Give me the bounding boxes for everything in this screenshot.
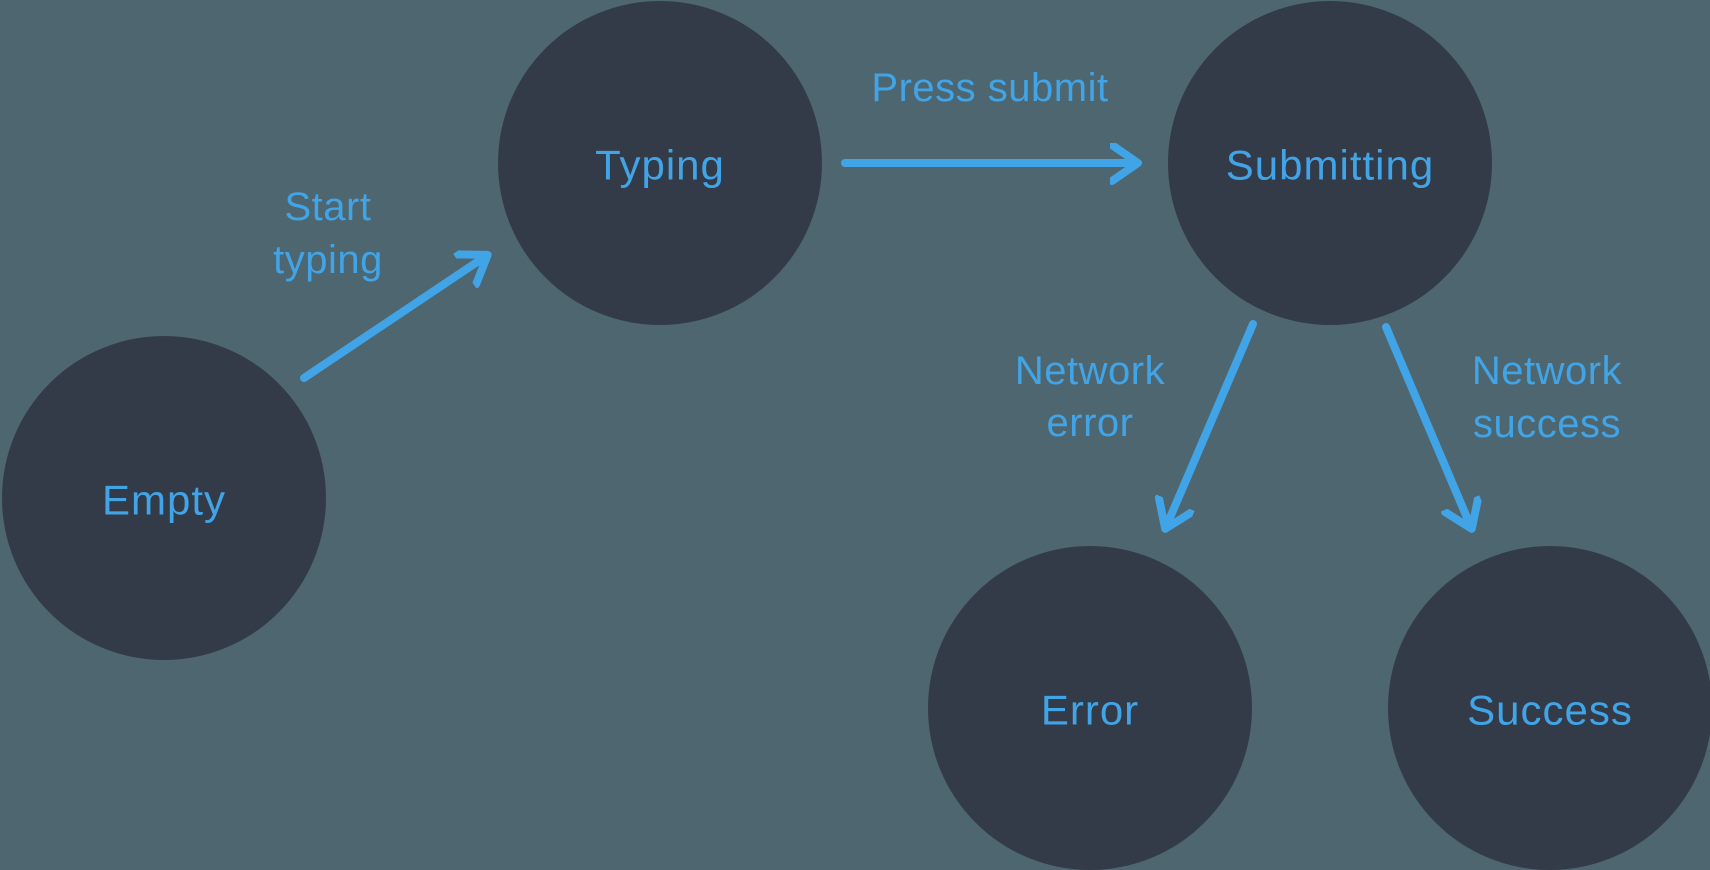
edge-label-press-submit: Press submit <box>871 66 1108 110</box>
state-circle-submitting <box>1168 1 1492 325</box>
state-label-error: Error <box>1041 687 1139 734</box>
edge-label-start-typing-line2: typing <box>273 238 383 282</box>
state-node-typing: Typing <box>498 1 822 325</box>
state-node-error: Error <box>928 546 1252 870</box>
edge-label-network-success-line1: Network <box>1472 349 1623 393</box>
state-circle-success <box>1388 546 1710 870</box>
state-node-empty: Empty <box>2 336 326 660</box>
state-label-empty: Empty <box>102 477 226 524</box>
edge-empty-to-typing: Start typing <box>273 185 486 382</box>
state-node-success: Success <box>1388 546 1710 870</box>
edge-typing-to-submitting: Press submit <box>841 66 1136 163</box>
state-label-submitting: Submitting <box>1226 142 1434 189</box>
edge-label-network-error-line2: error <box>1047 401 1134 445</box>
arrow-start-typing <box>300 256 486 382</box>
state-node-submitting: Submitting <box>1168 1 1492 325</box>
edge-label-network-success-line2: success <box>1473 402 1621 446</box>
state-label-success: Success <box>1467 687 1633 734</box>
edge-submitting-to-success: Network success <box>1382 323 1623 527</box>
state-circle-empty <box>2 336 326 660</box>
state-circle-typing <box>498 1 822 325</box>
state-label-typing: Typing <box>595 142 725 189</box>
state-circle-error <box>928 546 1252 870</box>
edge-label-start-typing-line1: Start <box>285 185 372 229</box>
edge-label-network-error-line1: Network <box>1015 349 1166 393</box>
arrow-network-success <box>1382 323 1471 527</box>
edge-submitting-to-error: Network error <box>1015 320 1257 527</box>
arrow-network-error <box>1166 320 1257 527</box>
